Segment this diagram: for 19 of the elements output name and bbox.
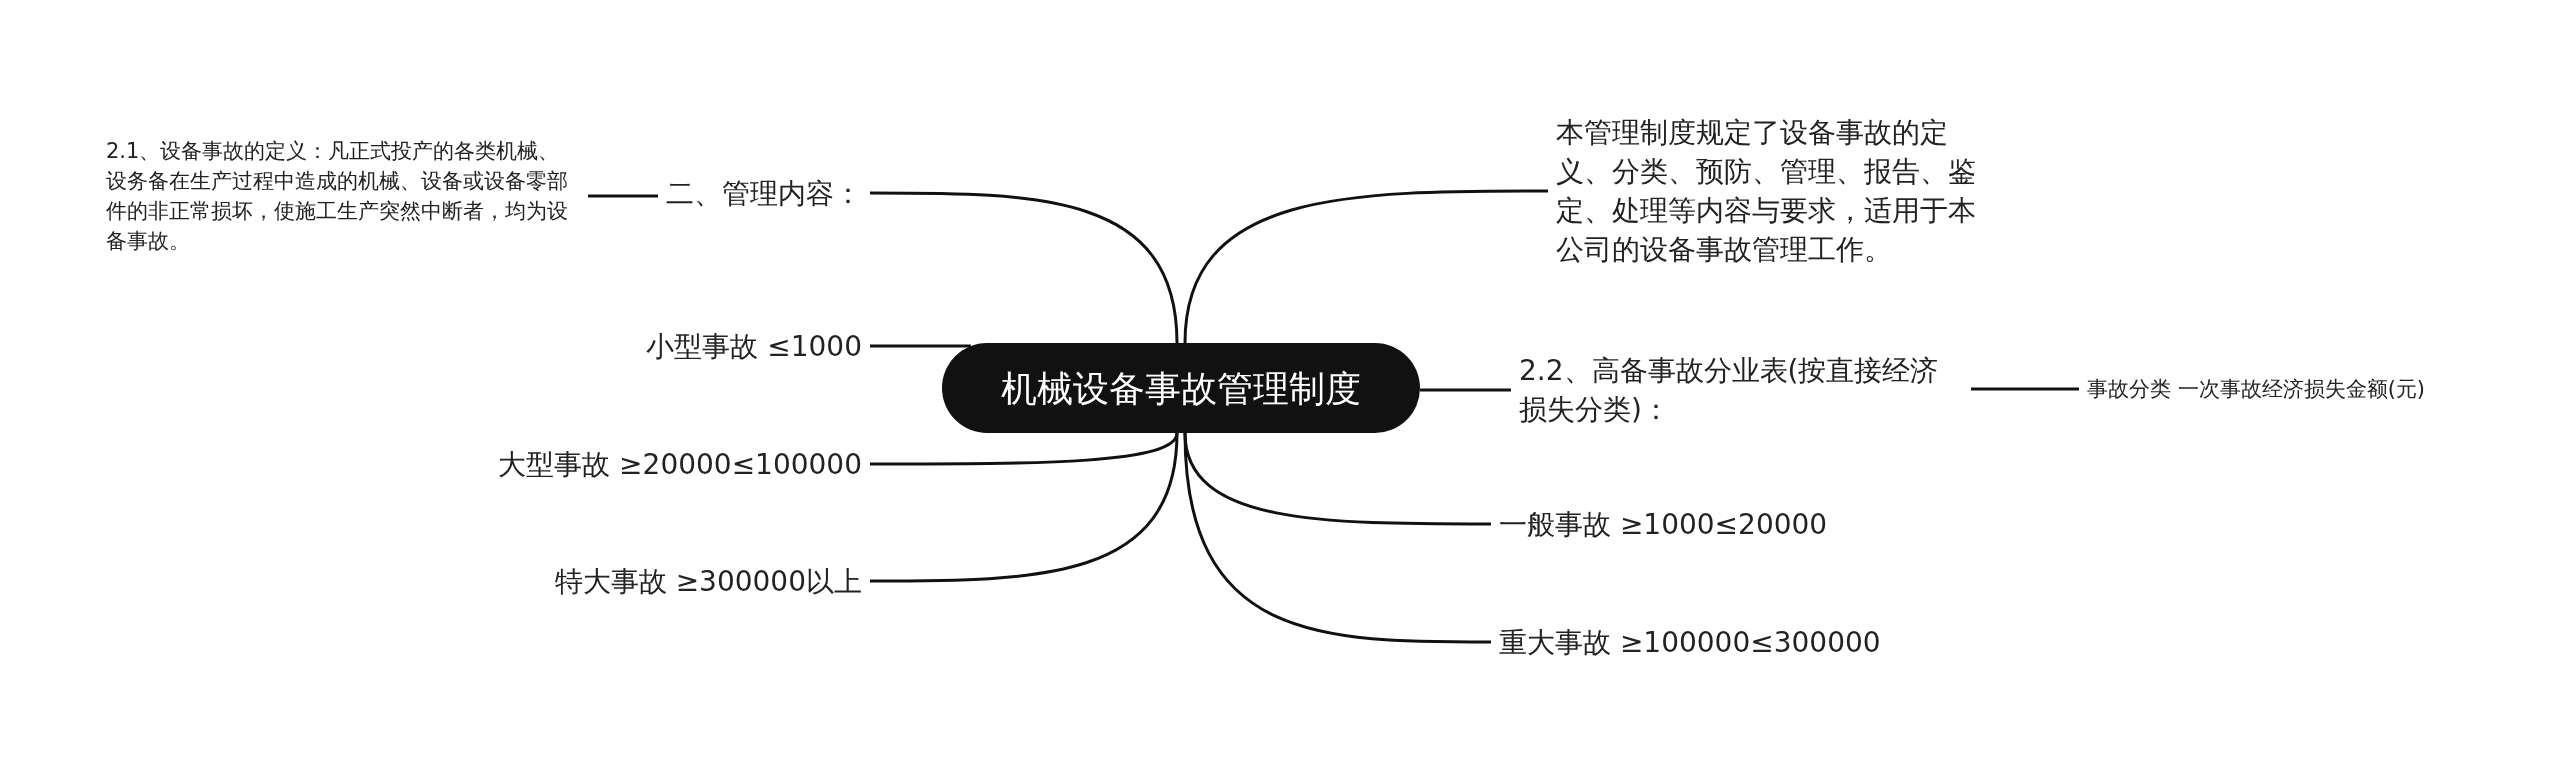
topic-label: 2.2、高备事故分业表(按直接经济损失分类)： (1511, 349, 1971, 431)
branch-line (1419, 388, 1511, 392)
topic-label: 重大事故 ≥100000≤300000 (1491, 622, 1889, 662)
topic-label: 特大事故 ≥300000以上 (546, 561, 870, 601)
branch-line (588, 194, 658, 198)
topic-label: 本管理制度规定了设备事故的定义、分类、预防、管理、报告、鉴定、处理等内容与要求，适用于本公司的设备事故管理工作。 (1548, 111, 1998, 271)
branch-line (1183, 432, 1491, 644)
branch-line (870, 432, 1179, 583)
topic-label: 小型事故 ≤1000 (638, 326, 870, 366)
topic-label: 事故分类 一次事故经济损失金额(元) (2079, 373, 2434, 405)
topic-label: 二、管理内容： (658, 173, 870, 213)
topic-label: 大型事故 ≥20000≤100000 (490, 444, 870, 484)
branch-line (1971, 387, 2079, 391)
topic-label: 一般事故 ≥1000≤20000 (1491, 504, 1836, 544)
root-topic-box: 机械设备事故管理制度 (942, 343, 1420, 433)
branch-line (870, 344, 971, 348)
branch-line (1183, 189, 1548, 344)
branch-line (870, 191, 1179, 344)
topic-label: 2.1、设备事故的定义：凡正式投产的各类机械、设务备在生产过程中造成的机械、设备或设备零部件的非正常损坏，使施工生产突然中断者，均为设备事故。 (98, 134, 588, 258)
